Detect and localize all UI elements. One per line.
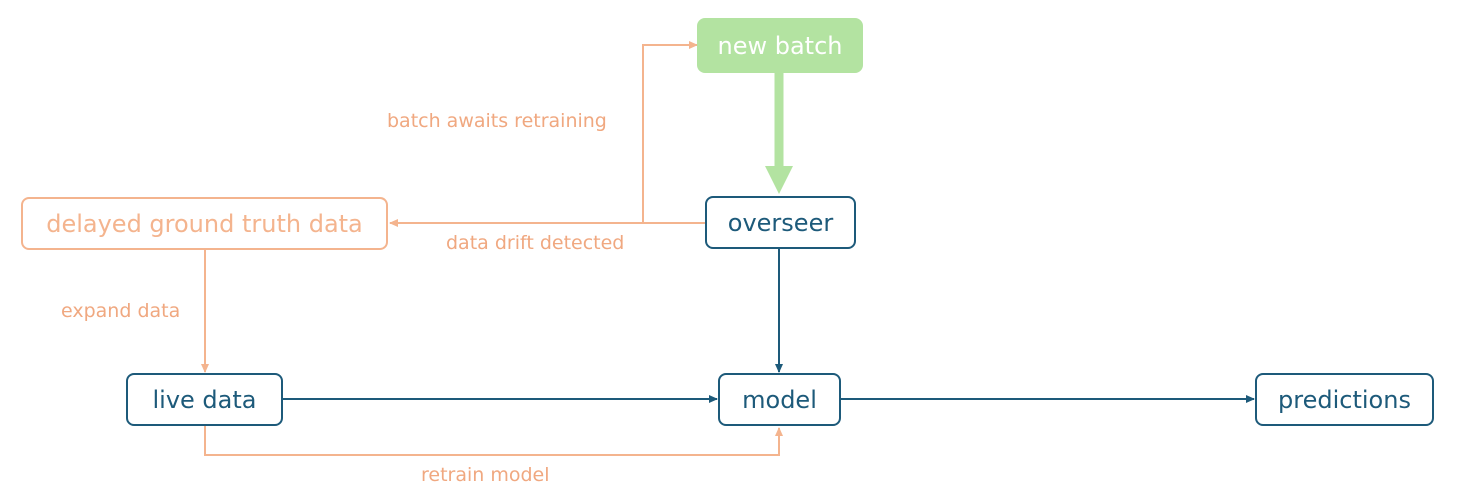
node-new-batch: new batch <box>697 18 863 73</box>
edge-retrain-model <box>204 426 783 456</box>
label-retrain-model: retrain model <box>421 464 550 486</box>
node-overseer: overseer <box>705 196 856 249</box>
node-live-data: live data <box>126 373 283 426</box>
node-live-data-label: live data <box>152 385 257 414</box>
node-model-label: model <box>742 385 817 414</box>
node-model: model <box>718 373 841 426</box>
node-predictions-label: predictions <box>1278 385 1411 414</box>
label-expand-data: expand data <box>61 300 181 322</box>
edge-batch-awaits-retraining <box>642 41 698 223</box>
label-batch-awaits-retraining: batch awaits retraining <box>387 110 607 132</box>
node-overseer-label: overseer <box>727 208 834 237</box>
edge-new-batch-to-overseer-arrowhead <box>765 166 793 194</box>
node-new-batch-label: new batch <box>717 31 843 60</box>
node-delayed-ground-truth-data: delayed ground truth data <box>21 197 388 250</box>
node-delayed-ground-truth-data-label: delayed ground truth data <box>46 209 363 238</box>
label-data-drift-detected: data drift detected <box>446 232 625 254</box>
node-predictions: predictions <box>1255 373 1434 426</box>
